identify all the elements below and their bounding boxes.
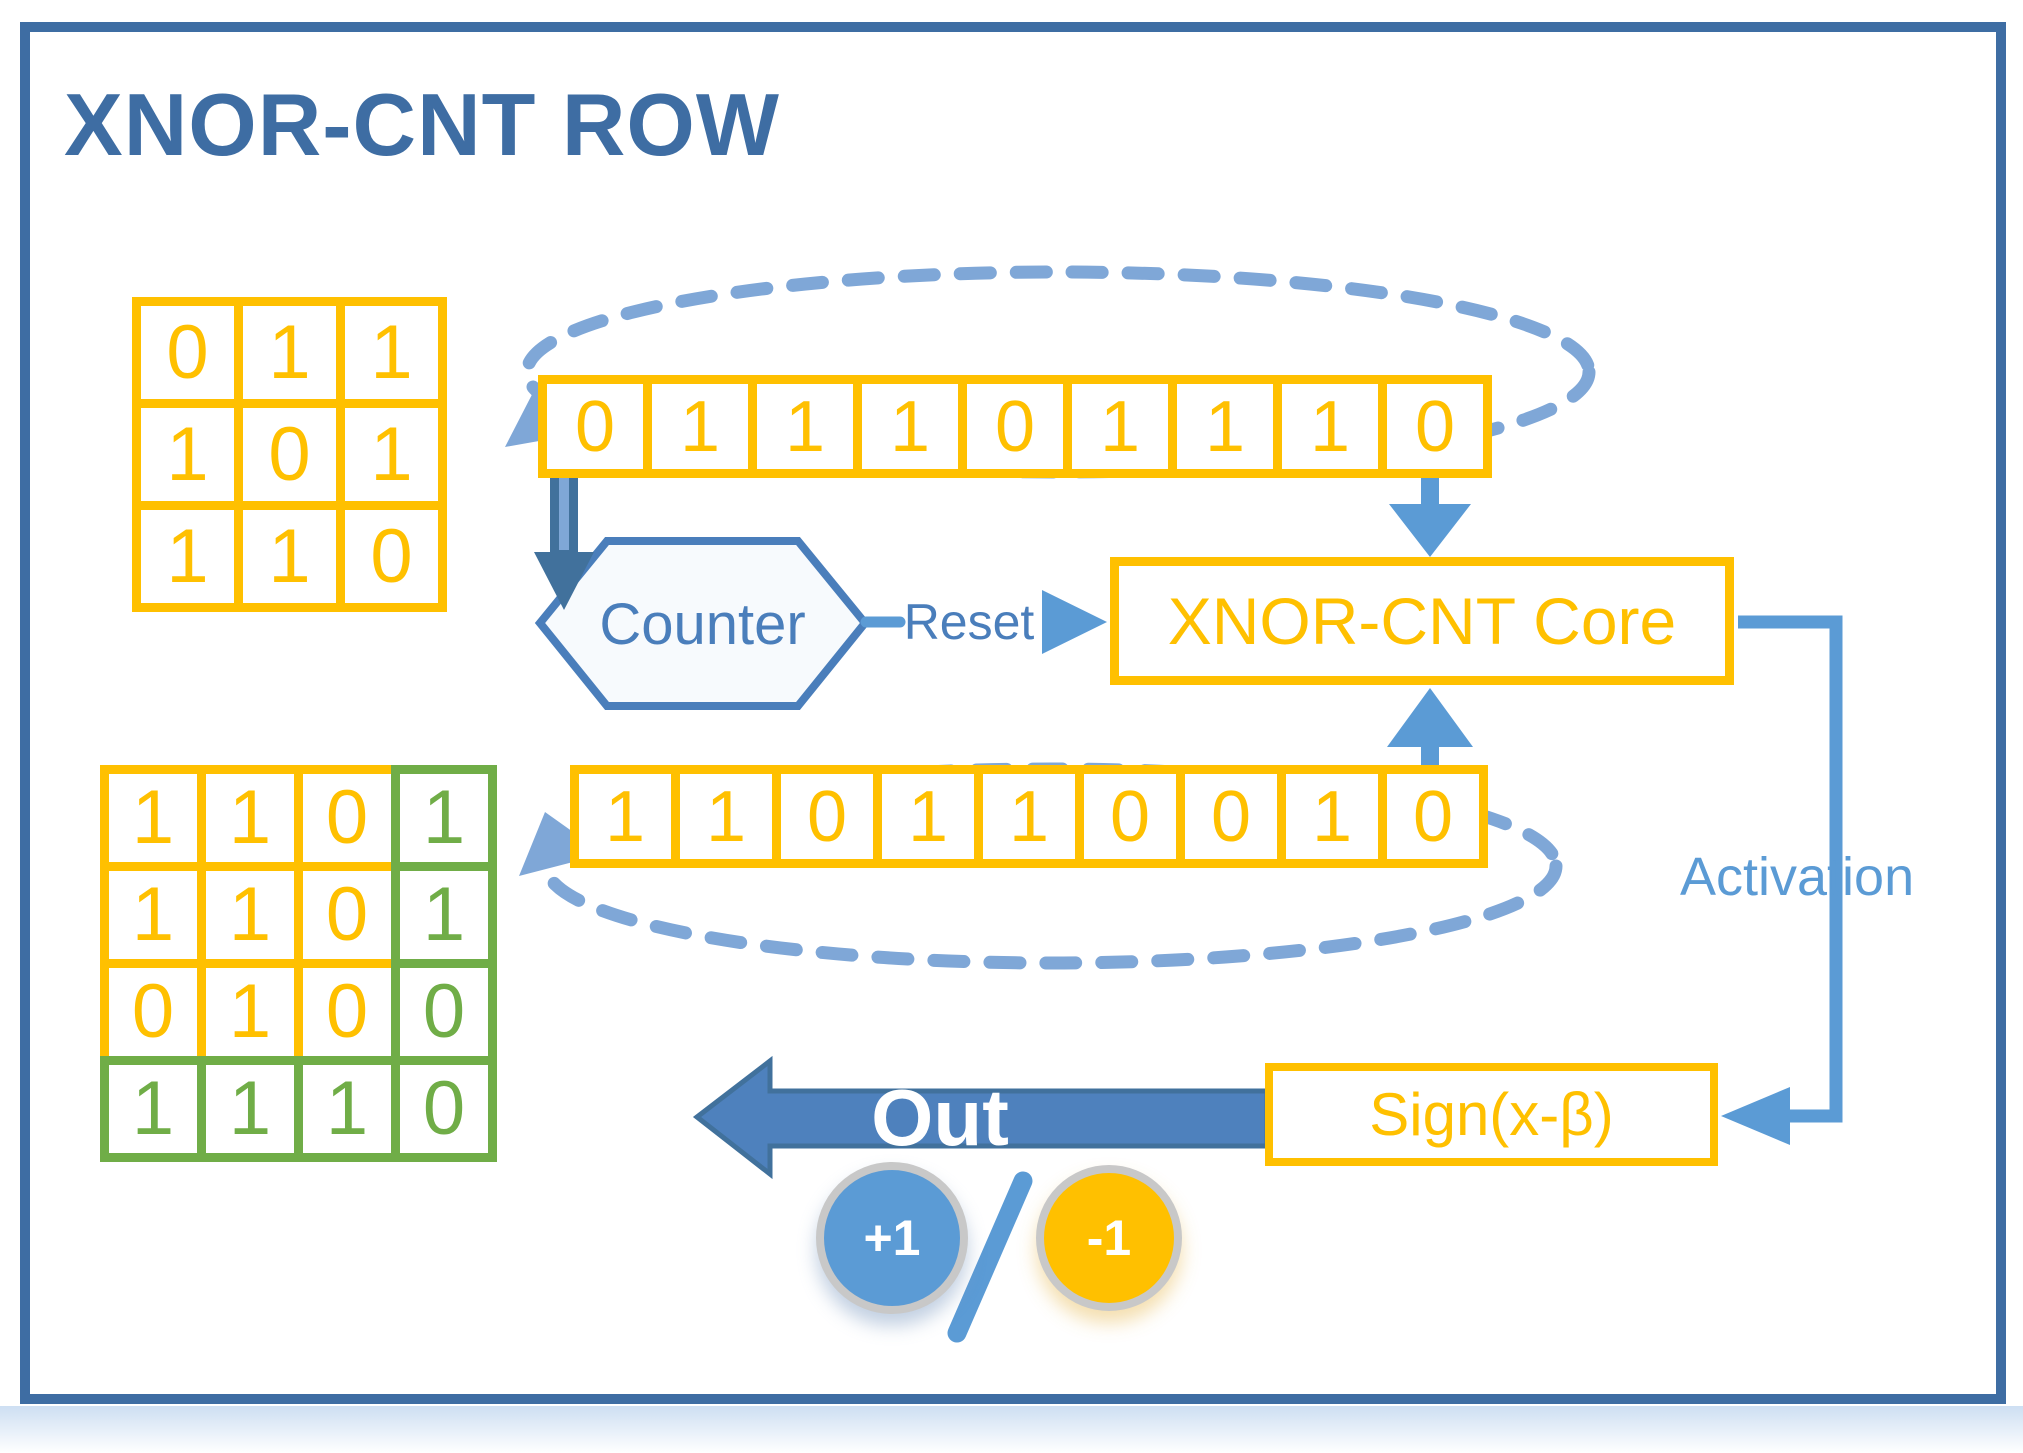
bit-cell: 0 bbox=[294, 862, 400, 968]
bit-cell: 1 bbox=[197, 765, 303, 871]
sign-function-box: Sign(x-β) bbox=[1265, 1063, 1718, 1166]
bit-cell: 1 bbox=[234, 501, 345, 612]
bit-cell: 1 bbox=[132, 399, 243, 510]
bit-cell: 0 bbox=[772, 765, 882, 868]
bit-cell: 0 bbox=[1378, 765, 1488, 868]
bit-cell: 1 bbox=[391, 765, 497, 871]
bit-cell: 1 bbox=[1273, 375, 1387, 478]
reset-label: Reset bbox=[903, 594, 1035, 650]
bit-cell: 0 bbox=[234, 399, 345, 510]
bit-cell: 1 bbox=[974, 765, 1084, 868]
bit-cell: 1 bbox=[336, 399, 447, 510]
bit-cell: 1 bbox=[234, 297, 345, 408]
bit-cell: 1 bbox=[570, 765, 680, 868]
bit-cell: 1 bbox=[748, 375, 862, 478]
bit-cell: 1 bbox=[100, 1056, 206, 1162]
diagram-title: XNOR-CNT ROW bbox=[64, 75, 780, 174]
bit-cell: 1 bbox=[853, 375, 967, 478]
bit-cell: 0 bbox=[538, 375, 652, 478]
outer-frame bbox=[20, 22, 2006, 1404]
bit-cell: 1 bbox=[1277, 765, 1387, 868]
bit-cell: 0 bbox=[1176, 765, 1286, 868]
bit-cell: 0 bbox=[294, 765, 400, 871]
bottom-glow bbox=[0, 1406, 2023, 1453]
bit-cell: 1 bbox=[643, 375, 757, 478]
bit-cell: 0 bbox=[391, 1056, 497, 1162]
bit-cell: 0 bbox=[294, 959, 400, 1065]
bit-cell: 1 bbox=[1168, 375, 1282, 478]
bit-cell: 1 bbox=[336, 297, 447, 408]
xnor-cnt-core-box: XNOR-CNT Core bbox=[1110, 557, 1734, 685]
counter-label: Counter bbox=[599, 591, 806, 657]
bit-cell: 1 bbox=[671, 765, 781, 868]
bit-cell: 1 bbox=[197, 959, 303, 1065]
bit-cell: 0 bbox=[100, 959, 206, 1065]
bit-cell: 0 bbox=[1075, 765, 1185, 868]
bit-cell: 1 bbox=[100, 862, 206, 968]
bit-cell: 0 bbox=[1378, 375, 1492, 478]
out-label: Out bbox=[871, 1073, 1009, 1162]
bit-cell: 0 bbox=[958, 375, 1072, 478]
bit-cell: 1 bbox=[197, 1056, 303, 1162]
bit-cell: 0 bbox=[132, 297, 243, 408]
bit-cell: 1 bbox=[100, 765, 206, 871]
activation-label: Activation bbox=[1680, 847, 1915, 907]
bit-cell: 1 bbox=[294, 1056, 400, 1162]
bit-cell: 1 bbox=[197, 862, 303, 968]
output-plus-one-badge: +1 bbox=[816, 1162, 968, 1314]
bit-cell: 0 bbox=[336, 501, 447, 612]
bit-cell: 1 bbox=[1063, 375, 1177, 478]
bit-cell: 1 bbox=[132, 501, 243, 612]
bit-cell: 1 bbox=[391, 862, 497, 968]
output-minus-one-badge: -1 bbox=[1036, 1165, 1182, 1311]
bit-cell: 0 bbox=[391, 959, 497, 1065]
bit-cell: 1 bbox=[873, 765, 983, 868]
